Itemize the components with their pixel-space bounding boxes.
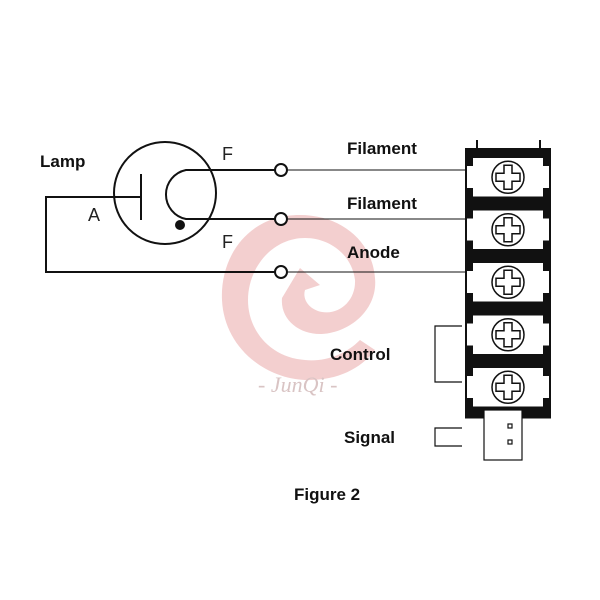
screw-cross-icon — [495, 322, 521, 348]
screw-cross-icon — [495, 374, 521, 400]
wires — [45, 169, 466, 447]
node-filament-2 — [274, 212, 288, 226]
signal-connector — [483, 409, 523, 461]
lamp-dot-icon — [175, 220, 185, 230]
terminal-block — [465, 140, 551, 419]
anode-label: A — [88, 205, 100, 225]
screw-cross-icon — [495, 269, 521, 295]
lamp-symbol — [113, 141, 217, 245]
terminal-screw-4 — [467, 315, 549, 354]
watermark-logo — [221, 215, 376, 381]
watermark-text: - JunQi - — [258, 372, 337, 397]
terminal-screw-3 — [467, 263, 549, 302]
node-filament-1 — [274, 163, 288, 177]
node-anode — [274, 265, 288, 279]
terminal-screw-1 — [467, 158, 549, 197]
terminal-label-filament-1: Filament — [347, 139, 417, 158]
screw-cross-icon — [495, 164, 521, 190]
filament-bottom-label: F — [222, 232, 233, 252]
filament-top-label: F — [222, 144, 233, 164]
terminal-label-control: Control — [330, 345, 390, 364]
screw-cross-icon — [495, 217, 521, 243]
terminal-screw-5 — [467, 368, 549, 407]
terminal-screw-2 — [467, 210, 549, 249]
terminal-label-anode: Anode — [347, 243, 400, 262]
terminal-nodes — [274, 163, 288, 279]
terminal-label-filament-2: Filament — [347, 194, 417, 213]
terminal-label-signal: Signal — [344, 428, 395, 447]
figure-caption: Figure 2 — [294, 485, 360, 504]
lamp-label: Lamp — [40, 152, 85, 171]
